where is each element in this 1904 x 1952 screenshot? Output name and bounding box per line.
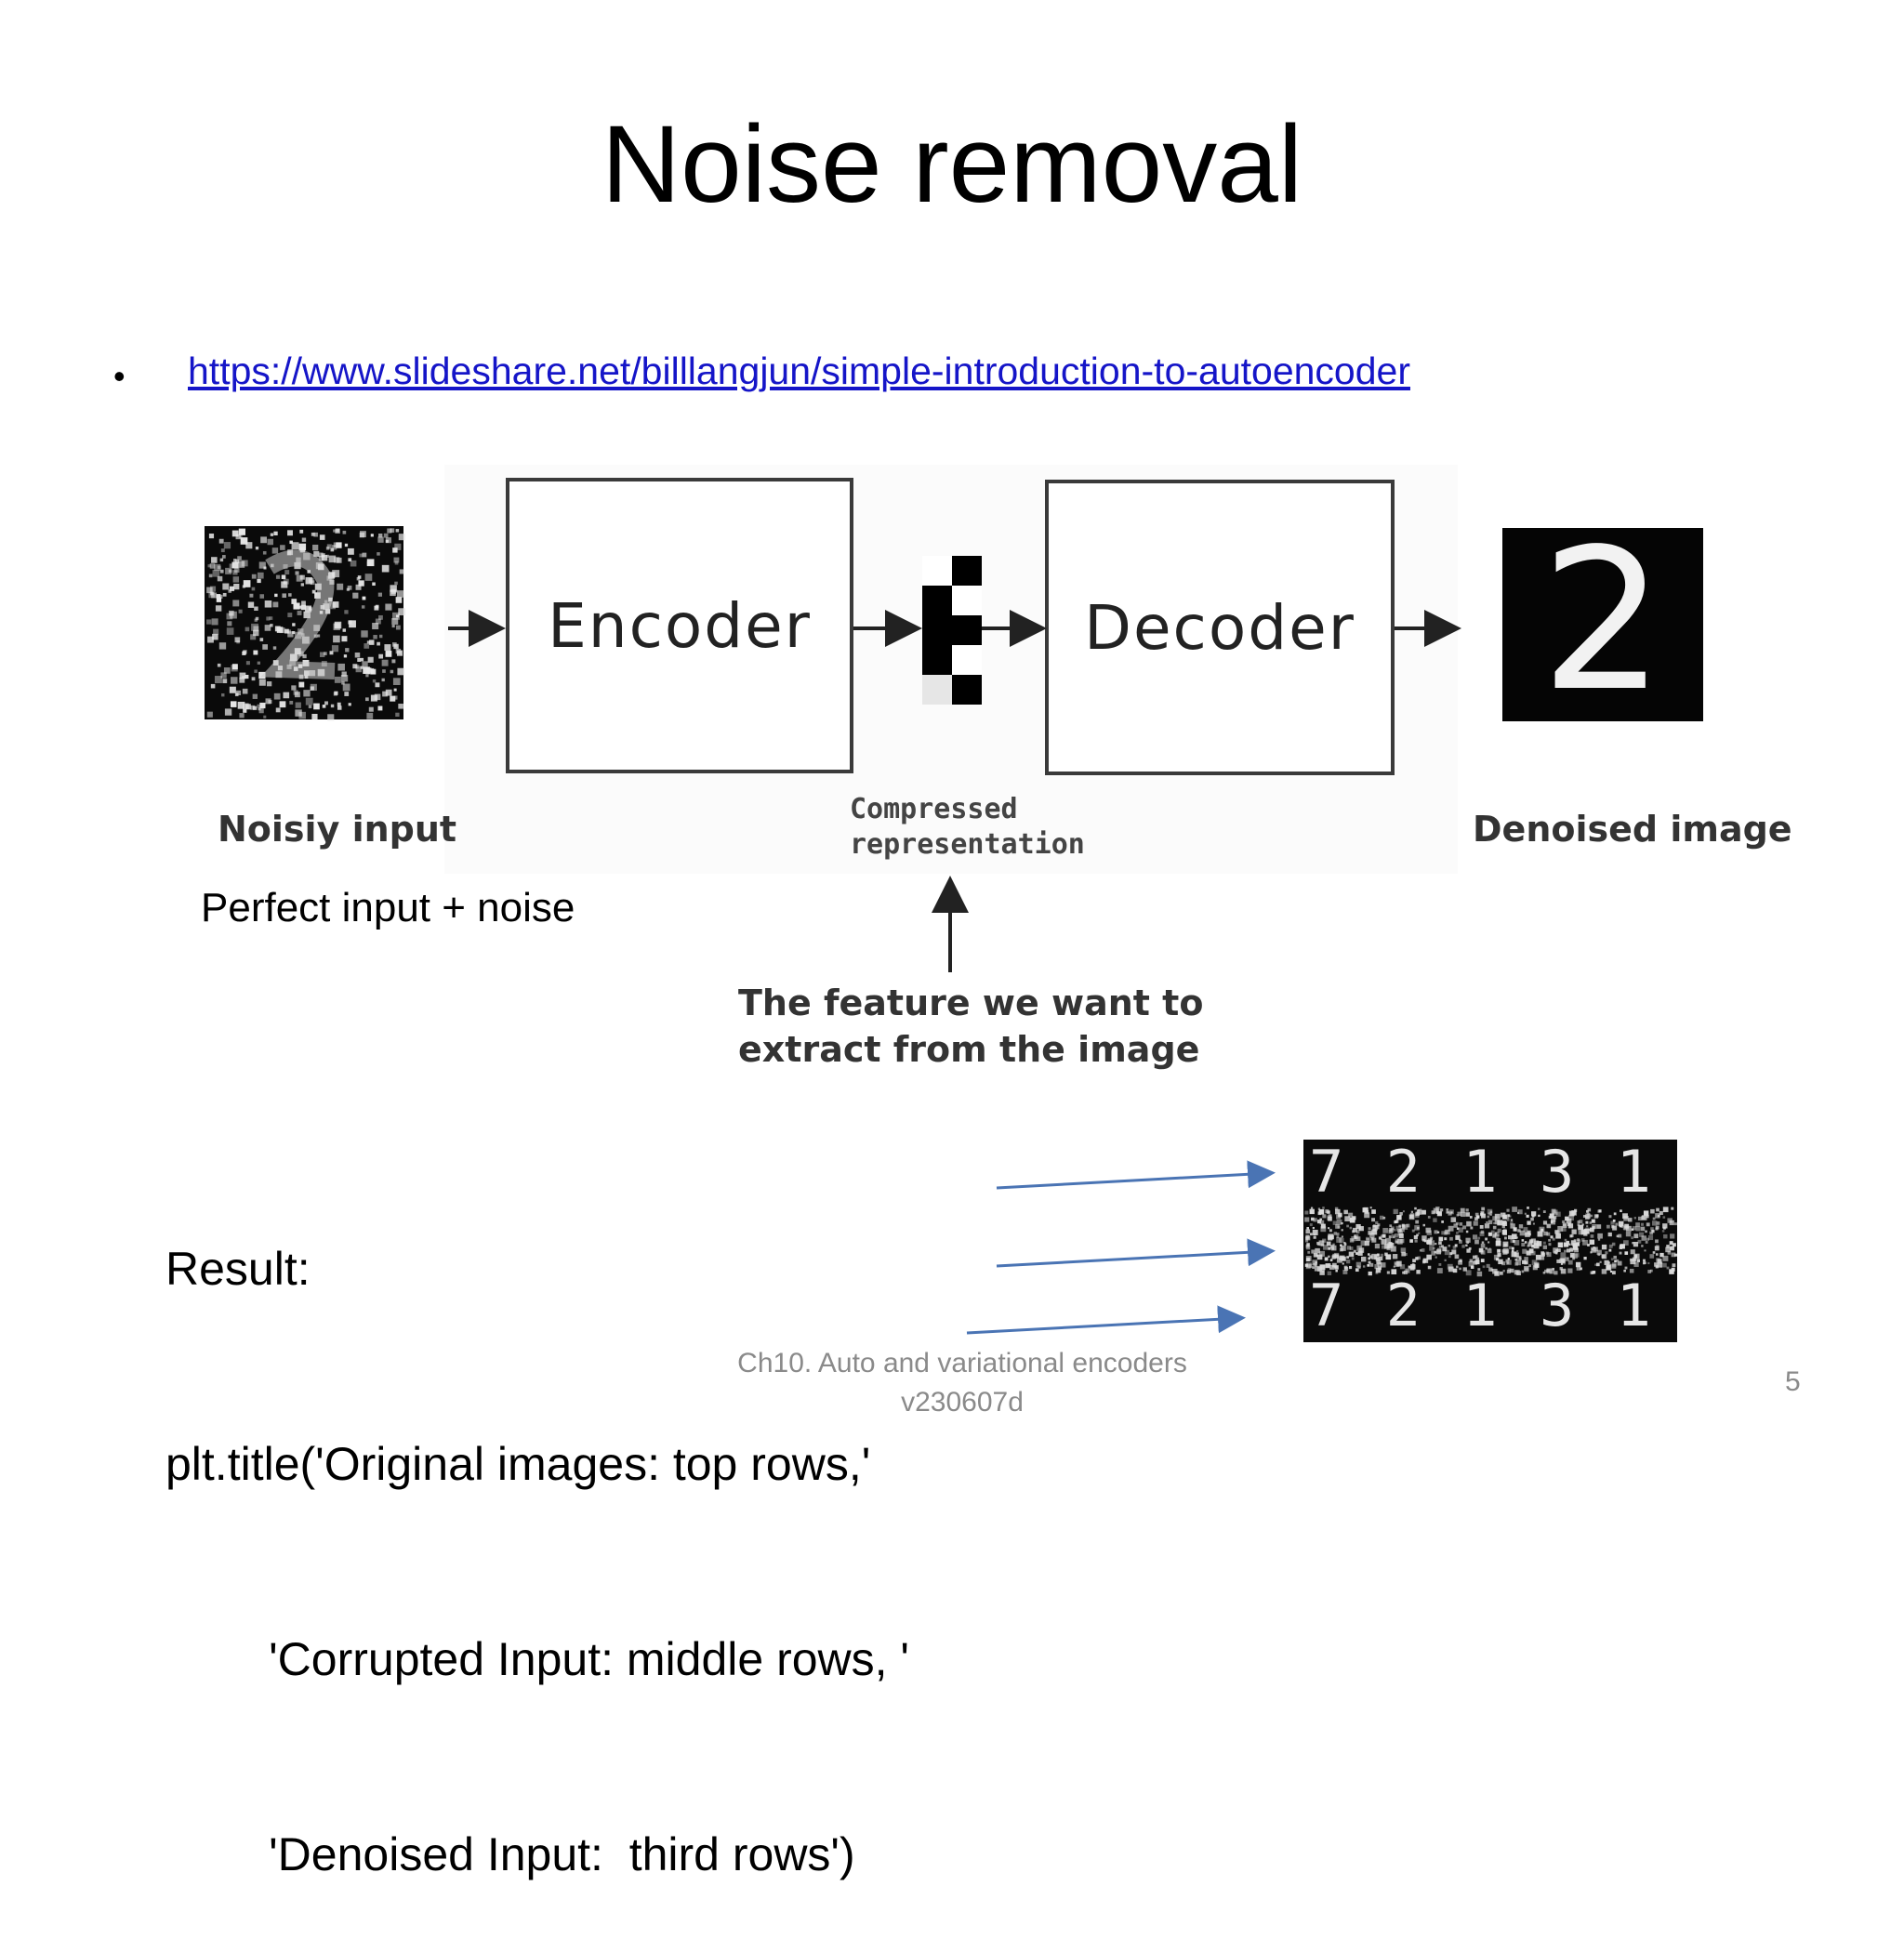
- noisy-input-label: Noisiy input: [218, 809, 457, 850]
- bullet-dot: •: [113, 357, 126, 395]
- result-code-block: Result: plt.title('Original images: top …: [165, 1106, 909, 1952]
- compressed-label-line1: Compressed: [850, 793, 1018, 825]
- thumbnail-noise-band: [1304, 1207, 1677, 1277]
- encoder-box: Encoder: [506, 478, 853, 773]
- page-number: 5: [1785, 1366, 1801, 1397]
- feature-caption-line1: The feature we want to: [738, 983, 1204, 1023]
- compressed-label: Compressed representation: [850, 792, 1085, 862]
- denoised-image-label: Denoised image: [1473, 809, 1792, 850]
- compressed-code-bar: [922, 556, 982, 705]
- decoder-label: Decoder: [1084, 591, 1355, 664]
- denoised-output-image: 2: [1502, 523, 1703, 721]
- source-link[interactable]: https://www.slideshare.net/billlangjun/s…: [188, 350, 1410, 392]
- noisy-input-image: [205, 526, 405, 721]
- feature-caption: The feature we want to extract from the …: [738, 980, 1203, 1073]
- perfect-input-note: Perfect input + noise: [201, 885, 575, 930]
- result-heading: Result:: [165, 1243, 311, 1295]
- result-line1: plt.title('Original images: top rows,': [165, 1438, 871, 1490]
- slide-footer: Ch10. Auto and variational encoders v230…: [651, 1344, 1274, 1422]
- diagram-arrows: [448, 556, 1461, 1335]
- feature-caption-line2: extract from the image: [738, 1029, 1200, 1070]
- annotation-arrow-bottom: [966, 1305, 1246, 1335]
- annotation-arrow-top: [996, 1160, 1276, 1190]
- result-line3: 'Denoised Input: third rows'): [165, 1828, 855, 1880]
- output-digit: 2: [1540, 507, 1665, 734]
- encoder-label: Encoder: [548, 589, 812, 662]
- decoder-box: Decoder: [1045, 480, 1395, 775]
- compressed-label-line2: representation: [850, 827, 1085, 861]
- thumbnail-digits-bottom: 7 2 1 3 1 3: [1309, 1272, 1677, 1339]
- footer-version: v230607d: [901, 1387, 1024, 1418]
- result-thumbnail: 7 2 1 3 1 3 7 2 1 3 1 3: [1303, 1140, 1677, 1342]
- result-line2: 'Corrupted Input: middle rows, ': [165, 1633, 909, 1685]
- thumbnail-digits-top: 7 2 1 3 1 3: [1309, 1140, 1677, 1206]
- footer-course: Ch10. Auto and variational encoders: [737, 1348, 1187, 1378]
- annotation-arrow-middle: [996, 1238, 1276, 1268]
- slide-title: Noise removal: [601, 103, 1303, 226]
